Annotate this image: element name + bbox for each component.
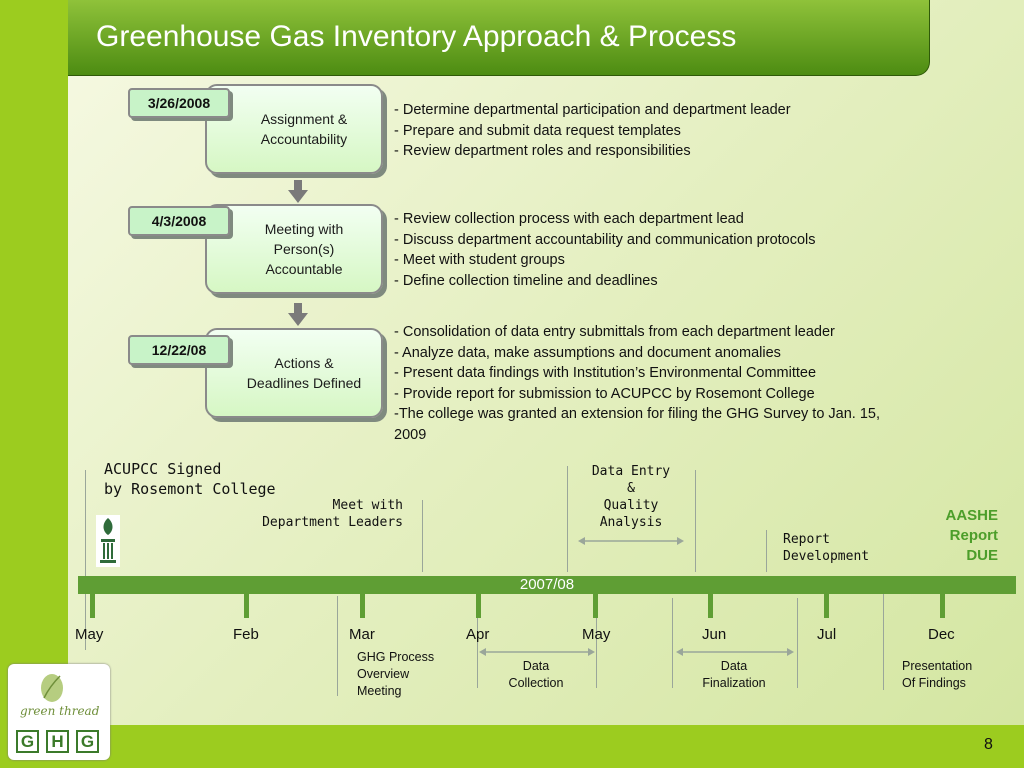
span-arrow-icon bbox=[578, 537, 684, 545]
month-label: Jun bbox=[702, 626, 727, 643]
guide-line bbox=[477, 598, 478, 688]
month-label: Mar bbox=[349, 626, 375, 643]
guide-line bbox=[766, 530, 767, 572]
guide-line bbox=[596, 598, 597, 688]
step-label: Meeting with Person(s) Accountable bbox=[264, 221, 344, 277]
guide-line bbox=[85, 470, 86, 650]
milestone-presentation: Presentation Of Findings bbox=[902, 659, 973, 690]
logo-letter: G bbox=[16, 730, 39, 753]
milestone-data-finalization: Data Finalization bbox=[702, 659, 766, 690]
timeline-tick bbox=[824, 594, 829, 618]
timeline-tick bbox=[90, 594, 95, 618]
logo-script-text: green thread bbox=[20, 704, 100, 718]
step-box-actions: Actions & Deadlines Defined bbox=[205, 328, 383, 418]
step-box-assignment: Assignment & Accountability bbox=[205, 84, 383, 174]
month-label: May bbox=[75, 626, 104, 643]
logo-letter: H bbox=[46, 730, 69, 753]
rosemont-college-logo bbox=[96, 515, 120, 567]
month-label: Feb bbox=[233, 626, 259, 643]
guide-line bbox=[695, 470, 696, 572]
timeline-tick bbox=[593, 594, 598, 618]
timeline-bar: 2007/08 bbox=[78, 576, 1016, 594]
timeline-tick bbox=[708, 594, 713, 618]
timeline-tick bbox=[244, 594, 249, 618]
step-box-meeting: Meeting with Person(s) Accountable bbox=[205, 204, 383, 294]
guide-line bbox=[797, 598, 798, 688]
guide-line bbox=[337, 596, 338, 696]
page-number: 8 bbox=[984, 736, 993, 753]
month-label: May bbox=[582, 626, 611, 643]
span-arrow-icon bbox=[676, 648, 794, 656]
step-date-badge: 4/3/2008 bbox=[128, 206, 230, 236]
guide-line bbox=[567, 466, 568, 572]
milestone-meet-leaders: Meet with Department Leaders bbox=[262, 498, 403, 530]
guide-line bbox=[422, 500, 423, 572]
timeline-tick bbox=[940, 594, 945, 618]
milestone-ghg-overview: GHG Process Overview Meeting bbox=[357, 650, 435, 698]
step-date-badge: 3/26/2008 bbox=[128, 88, 230, 118]
green-thread-logo: green thread G H G bbox=[8, 664, 110, 760]
footer-bar bbox=[0, 725, 1024, 768]
step-label: Actions & Deadlines Defined bbox=[246, 355, 362, 391]
timeline-tick bbox=[360, 594, 365, 618]
guide-line bbox=[883, 594, 884, 690]
milestone-aashe-due: AASHE Report DUE bbox=[945, 507, 998, 564]
guide-line bbox=[672, 598, 673, 688]
leaf-icon bbox=[41, 674, 63, 702]
milestone-data-entry: Data Entry & Quality Analysis bbox=[591, 464, 671, 530]
step-date-badge: 12/22/08 bbox=[128, 335, 230, 365]
step-details: - Consolidation of data entry submittals… bbox=[394, 324, 881, 443]
timeline-period-label: 2007/08 bbox=[519, 576, 575, 593]
logo-letter: G bbox=[76, 730, 99, 753]
month-label: Jul bbox=[817, 626, 837, 643]
month-label: Dec bbox=[928, 626, 955, 643]
down-arrow-icon bbox=[288, 180, 308, 203]
step-details: - Determine departmental participation a… bbox=[394, 102, 791, 159]
step-label: Assignment & Accountability bbox=[260, 111, 348, 147]
milestone-acupcc-signed: ACUPCC Signed by Rosemont College bbox=[104, 460, 276, 498]
step-details: - Review collection process with each de… bbox=[394, 211, 816, 289]
title-bar: Greenhouse Gas Inventory Approach & Proc… bbox=[68, 0, 930, 76]
milestone-data-collection: Data Collection bbox=[508, 659, 564, 690]
span-arrow-icon bbox=[479, 648, 595, 656]
milestone-report-development: Report Development bbox=[783, 532, 870, 564]
down-arrow-icon bbox=[288, 303, 308, 326]
page-title: Greenhouse Gas Inventory Approach & Proc… bbox=[96, 20, 737, 53]
month-label: Apr bbox=[466, 626, 490, 643]
timeline-tick bbox=[476, 594, 481, 618]
